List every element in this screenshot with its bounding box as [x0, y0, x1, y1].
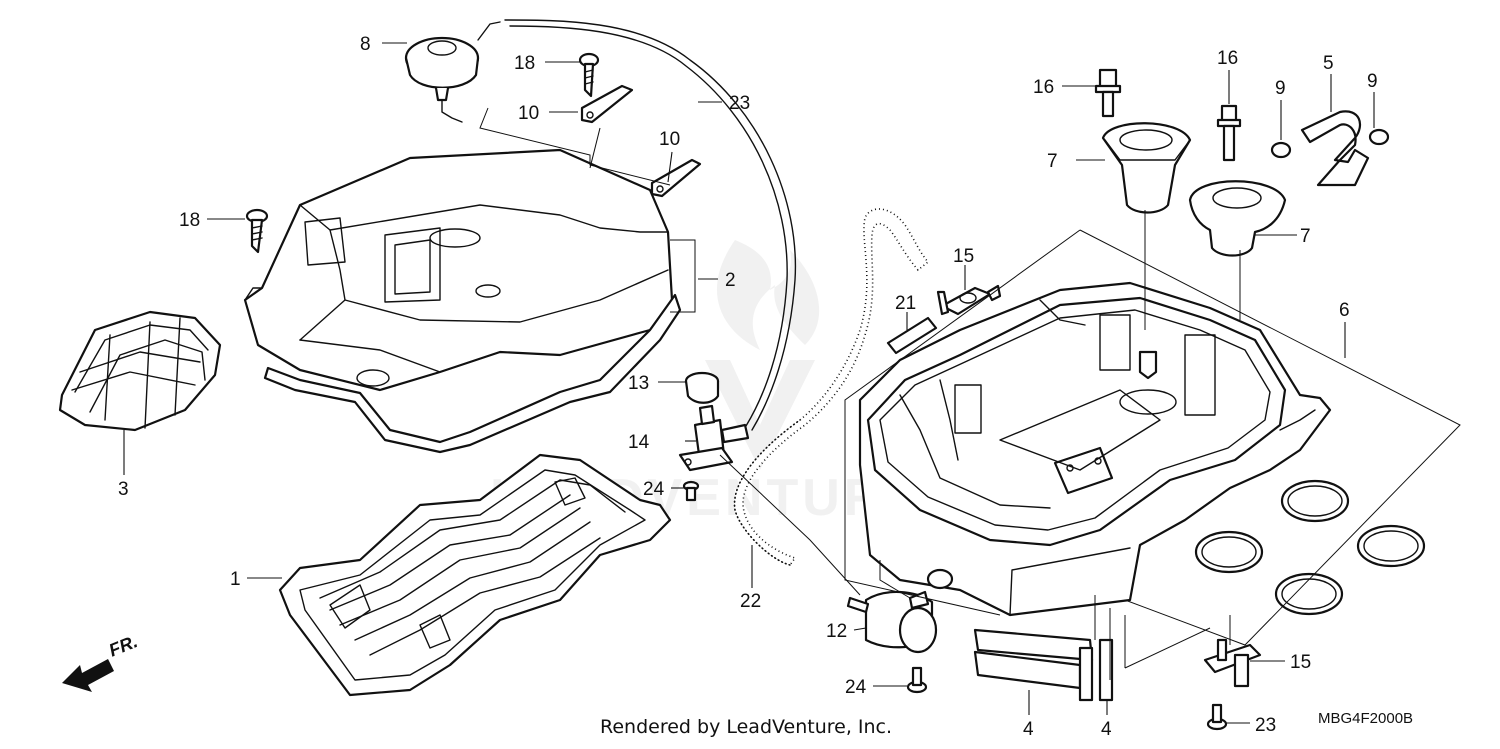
air-duct	[58, 310, 222, 432]
callout-24a: 24	[643, 479, 665, 500]
valve-13	[678, 404, 750, 472]
callout-10a: 10	[518, 103, 539, 124]
callout-20: 21	[895, 293, 916, 314]
funnel-7a	[1101, 122, 1192, 214]
air-cleaner-cover	[243, 148, 674, 392]
filter-11	[846, 590, 938, 654]
callout-2: 2	[725, 270, 736, 291]
callout-18b: 18	[179, 210, 200, 231]
callout-9a: 9	[1275, 78, 1286, 99]
callout-numbers: 8 18 10 10 23 18 2 3 1 13 14 24 22 12 24…	[118, 34, 1378, 740]
callout-1: 1	[230, 569, 241, 590]
cover-seal	[263, 293, 682, 454]
sub-air-case	[858, 281, 1332, 617]
diagram-code: MBG4F2000B	[1318, 710, 1414, 727]
screw-24a	[682, 480, 700, 502]
callout-12: 13	[628, 373, 649, 394]
callout-16a: 16	[1033, 77, 1054, 98]
callout-18a: 18	[514, 53, 535, 74]
cap-12	[684, 371, 720, 404]
clamp-10a	[580, 84, 634, 124]
clip-9a	[1270, 141, 1292, 159]
callout-21: 22	[740, 591, 761, 612]
callout-15: 15	[1290, 652, 1311, 673]
callout-10b: 10	[659, 129, 680, 150]
hose-21	[733, 208, 930, 566]
callout-23: 23	[1255, 715, 1276, 736]
footer-credit: Rendered by LeadVenture, Inc.	[600, 716, 893, 738]
guide-lines	[479, 107, 1461, 680]
callout-11: 12	[826, 621, 847, 642]
callout-4b: 4	[1101, 719, 1112, 740]
bolt-16a	[1094, 68, 1122, 118]
front-arrow-icon	[62, 659, 114, 692]
callout-13: 14	[628, 432, 650, 453]
screw-23	[1206, 703, 1228, 731]
tube-4b	[1098, 638, 1114, 702]
callout-3: 3	[118, 479, 129, 500]
fitting-14	[936, 284, 1002, 316]
callout-4a: 4	[1023, 719, 1034, 740]
callout-14: 15	[953, 246, 974, 267]
clamp-10b	[650, 158, 702, 198]
hose-5	[1300, 110, 1370, 187]
screw-24b	[906, 666, 928, 694]
valve-8	[404, 21, 501, 123]
callout-22: 23	[729, 93, 750, 114]
callout-16b: 16	[1217, 48, 1238, 69]
callout-9b: 9	[1367, 71, 1378, 92]
tube-22	[504, 19, 797, 431]
callout-7a: 7	[1047, 151, 1058, 172]
o-rings	[1194, 479, 1426, 616]
callout-7b: 7	[1300, 226, 1311, 247]
clip-9b	[1368, 128, 1390, 146]
callout-8: 8	[360, 34, 371, 55]
callout-6: 6	[1339, 300, 1350, 321]
screw-18b	[245, 208, 269, 254]
screw-18a	[578, 52, 600, 98]
tube-20	[886, 316, 938, 355]
bolt-16b	[1216, 104, 1242, 162]
air-cleaner-element	[278, 453, 672, 697]
callout-24b: 24	[845, 677, 867, 698]
fitting-15	[1203, 638, 1262, 688]
tube-4a	[973, 628, 1094, 702]
leader-lines	[123, 42, 1375, 724]
callout-5: 5	[1323, 53, 1334, 74]
funnel-7b	[1188, 180, 1287, 257]
